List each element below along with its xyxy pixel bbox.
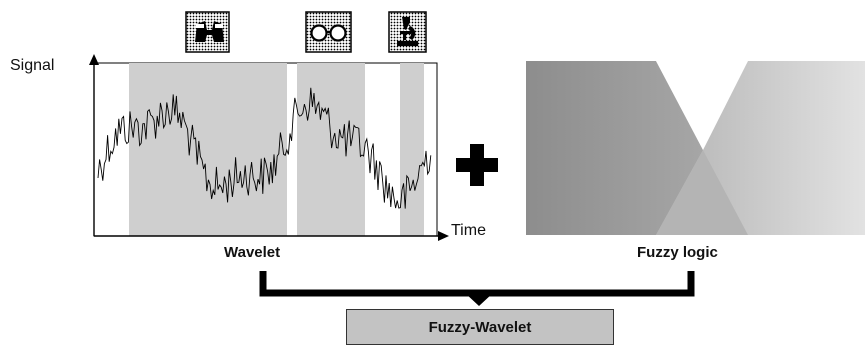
fuzzy-membership-panel [526,61,865,235]
fuzzy-wavelet-result-box: Fuzzy-Wavelet [346,309,614,345]
x-axis-arrowhead [438,231,449,241]
time-axis-label: Time [451,222,486,239]
analysis-window-wide [129,63,287,236]
combining-bracket [259,271,695,306]
noisy-signal-line [97,87,432,209]
y-axis-arrowhead [89,54,99,65]
fuzzy-logic-caption: Fuzzy logic [637,244,718,261]
analysis-window-medium [297,63,365,236]
fuzzy-wavelet-label: Fuzzy-Wavelet [428,318,532,336]
analysis-window-narrow [400,63,424,236]
plus-operator-icon [456,144,498,186]
microscope-icon [388,11,427,53]
wavelet-caption: Wavelet [224,244,281,261]
eyeglasses-icon [305,11,352,53]
binoculars-icon [185,11,230,53]
signal-axis-label: Signal [10,57,55,74]
